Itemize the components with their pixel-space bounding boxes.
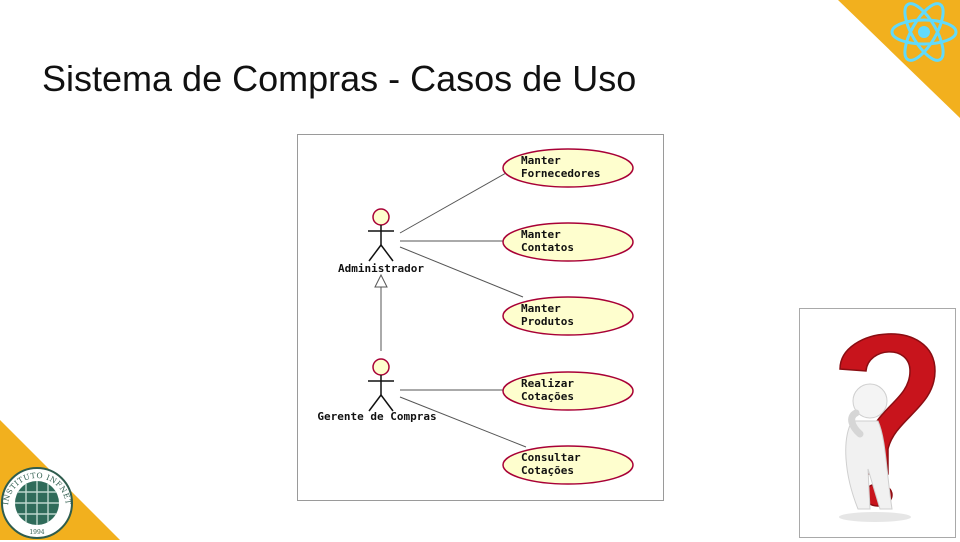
svg-text:Manter: Manter [521,154,561,167]
actor-label-gerente-de-compras: Gerente de Compras [317,410,436,423]
institute-seal-logo: INSTITUTO INFNET 1994 [1,467,73,539]
svg-text:Produtos: Produtos [521,315,574,328]
svg-text:Consultar: Consultar [521,451,581,464]
svg-text:Cotações: Cotações [521,464,574,477]
actor-label-administrador: Administrador [338,262,424,275]
svg-text:Cotações: Cotações [521,390,574,403]
actor-gerente-de-compras [368,358,394,412]
svg-text:Manter: Manter [521,228,561,241]
svg-text:Fornecedores: Fornecedores [521,167,600,180]
use-case-manter-produtos: Manter Produtos [502,296,634,336]
association-admin-produtos [399,246,524,298]
svg-text:Realizar: Realizar [521,377,574,390]
use-case-manter-fornecedores: Manter Fornecedores [502,148,634,188]
question-mark-image [799,308,956,538]
use-case-realizar-cotacoes: Realizar Cotações [502,371,634,411]
generalization-arrowhead [374,273,388,288]
association-admin-fornecedores [399,168,514,234]
use-case-diagram: Administrador Gerente de Compras Manter … [297,134,664,501]
use-case-consultar-cotacoes: Consultar Cotações [502,445,634,485]
top-right-corner-accent [838,0,960,118]
react-logo-icon [890,2,958,62]
svg-text:Manter: Manter [521,302,561,315]
slide-title: Sistema de Compras - Casos de Uso [42,58,637,99]
question-mark-figure-icon [839,333,936,522]
svg-text:Contatos: Contatos [521,241,574,254]
seal-year: 1994 [29,529,44,536]
bottom-left-corner-accent: INSTITUTO INFNET 1994 [0,420,120,540]
use-case-manter-contatos: Manter Contatos [502,222,634,262]
association-gerente-consultar [399,396,527,448]
actor-administrador [368,208,394,262]
